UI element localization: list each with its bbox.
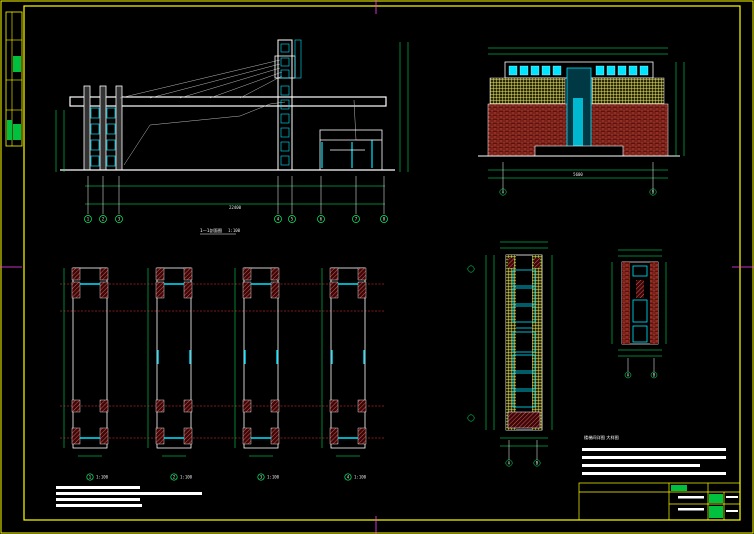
plan-label-bubble [257, 473, 265, 481]
plan-label: 2 [173, 475, 176, 480]
notes-lines [56, 448, 726, 507]
plan-column [242, 267, 252, 281]
small-detail-axis-label: A [627, 373, 630, 378]
title-block [578, 482, 741, 521]
plan-column [270, 399, 280, 413]
plan-column [183, 281, 193, 299]
plan-label: 1 [89, 475, 92, 480]
axis-label: 8 [383, 217, 386, 222]
plan-column [270, 267, 280, 281]
elevation-axis-label: A [502, 190, 505, 195]
elevation-drawing [478, 61, 680, 157]
plan-scale: 1:100 [354, 475, 367, 480]
section-dimensions [55, 42, 409, 214]
plan-column [357, 281, 367, 299]
detail-axis-label: B [536, 461, 539, 466]
elevation-total-dim: 5600 [573, 172, 583, 177]
plan-column [329, 399, 339, 413]
plan-column [155, 427, 165, 445]
detail-title: 楼梯间详图 大样图 [584, 434, 619, 441]
plan-scale: 1:100 [96, 475, 109, 480]
plan-column [183, 427, 193, 445]
plan-column [155, 267, 165, 281]
section-drawing [60, 39, 395, 171]
plan-column [329, 281, 339, 299]
plans-group: 1 1:100 2 1:100 3 1:100 4 1:100 [63, 267, 367, 481]
plan-column [357, 427, 367, 445]
plan-column [242, 399, 252, 413]
plan-outline [243, 267, 279, 449]
elevation-axis-label: B [652, 190, 655, 195]
plan-label: 4 [347, 475, 350, 480]
title-block-fills [678, 494, 738, 518]
plan-label-bubble [344, 473, 352, 481]
plan-label-bubble [170, 473, 178, 481]
plan-column [99, 427, 109, 445]
binding-strip [5, 11, 23, 147]
plan-column [242, 281, 252, 299]
section-axis-bubbles [84, 215, 388, 223]
stair-detail-drawing [505, 254, 543, 431]
plan-column [242, 427, 252, 445]
plan-column [329, 427, 339, 445]
plan-label: 3 [260, 475, 263, 480]
plan-column [99, 267, 109, 281]
drawing-frame [23, 5, 741, 521]
plan-column [71, 281, 81, 299]
plan-column [155, 281, 165, 299]
axis-label: 6 [320, 217, 323, 222]
plan-column [183, 399, 193, 413]
plan-column [99, 399, 109, 413]
plan-label-bubble [86, 473, 94, 481]
axis-label: 4 [277, 217, 280, 222]
plan-column [155, 399, 165, 413]
small-detail-axis-label: B [653, 373, 656, 378]
plan-outline [156, 267, 192, 449]
plan-column [71, 427, 81, 445]
plan-scale: 1:100 [267, 475, 280, 480]
section-axis-labels: 1 2 3 4 5 6 7 8 22400 [87, 205, 386, 222]
plan-column [329, 267, 339, 281]
axis-label: 1 [87, 217, 90, 222]
axis-label: 7 [355, 217, 358, 222]
small-detail-dims [611, 249, 667, 379]
section-title: 1—1剖面图 [200, 227, 222, 234]
plan-column [71, 267, 81, 281]
axis-label: 3 [118, 217, 121, 222]
section-total-dim: 22400 [229, 205, 242, 210]
axis-label: 5 [291, 217, 294, 222]
plan-scale: 1:100 [180, 475, 193, 480]
plan-column [183, 267, 193, 281]
plan-column [71, 399, 81, 413]
plan-outline [72, 267, 108, 449]
elevation-dimensions [488, 47, 685, 196]
plan-column [270, 281, 280, 299]
title-block-logo-icon [671, 485, 687, 491]
detail-axis-label: A [508, 461, 511, 466]
plan-grid-lines [60, 283, 385, 439]
plan-column [357, 399, 367, 413]
plan-outline [330, 267, 366, 449]
axis-label: 2 [102, 217, 105, 222]
plan-column [357, 267, 367, 281]
stair-detail-dims [467, 241, 553, 467]
small-detail-drawing [621, 261, 659, 345]
section-scale: 1:100 [228, 228, 241, 233]
plan-column [270, 427, 280, 445]
plan-column [99, 281, 109, 299]
